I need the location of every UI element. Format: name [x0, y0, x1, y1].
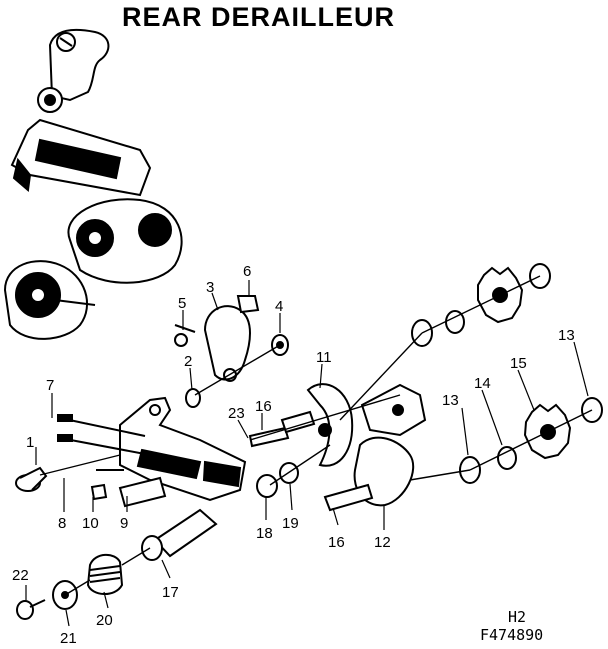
callout-16-upper: 16 [255, 398, 272, 415]
callout-23: 23 [228, 405, 245, 422]
callout-11: 11 [316, 349, 332, 366]
callout-22: 22 [12, 567, 29, 584]
figure-number: F474890 [480, 626, 544, 644]
assembly-axis-lines [39, 275, 593, 596]
callout-13-upper: 13 [558, 327, 575, 344]
spring-shaft-part [86, 508, 218, 595]
callout-7: 7 [46, 377, 54, 394]
spacer-washers-group [248, 410, 374, 512]
inner-plate-part [353, 383, 427, 507]
callout-12: 12 [374, 534, 391, 551]
callout-18: 18 [256, 525, 273, 542]
callout-13-lower: 13 [442, 392, 459, 409]
callout-20: 20 [96, 612, 113, 629]
callout-10: 10 [82, 515, 99, 532]
callout-numbers: 1 2 3 4 5 6 7 8 9 10 11 12 13 13 14 15 1… [12, 263, 575, 647]
bracket-part [203, 305, 251, 382]
callout-16-lower: 16 [328, 534, 345, 551]
assembled-derailleur-illustration [3, 28, 183, 340]
diagram-title: REAR DERAILLEUR [122, 2, 396, 32]
callout-17: 17 [162, 584, 179, 601]
cable-adjuster-part [90, 469, 167, 508]
callout-21: 21 [60, 630, 77, 647]
callout-5: 5 [178, 295, 186, 312]
callout-1: 1 [26, 434, 34, 451]
main-body-part [119, 396, 247, 502]
outer-plate-part [306, 383, 354, 467]
callout-2: 2 [184, 353, 192, 370]
callout-leader-lines [25, 280, 589, 627]
sheet-code: H2 [508, 608, 527, 626]
callout-8: 8 [58, 515, 66, 532]
callout-9: 9 [120, 515, 128, 532]
callout-19: 19 [282, 515, 299, 532]
pins-part [57, 414, 146, 455]
callout-3: 3 [206, 279, 214, 296]
callout-6: 6 [243, 263, 251, 280]
callout-14: 14 [474, 375, 491, 392]
callout-15: 15 [510, 355, 527, 372]
callout-4: 4 [275, 298, 283, 315]
pivot-bolt-part [15, 466, 48, 492]
